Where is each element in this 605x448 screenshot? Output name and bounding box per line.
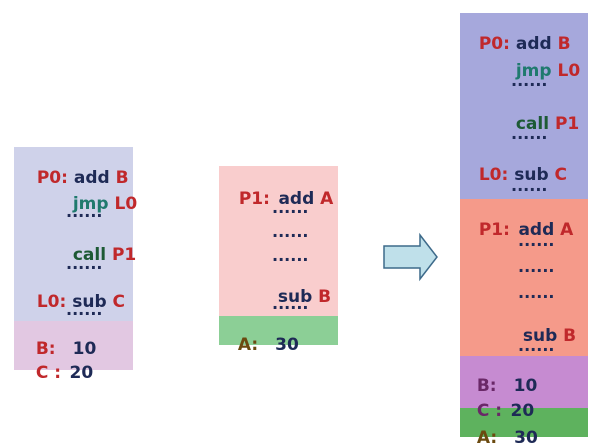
- instr-arg: P1: [554, 114, 580, 134]
- instr-arg: B: [318, 287, 332, 307]
- p0-label: P0:: [36, 168, 68, 188]
- linked-p1-line-5: sub B: [511, 311, 576, 345]
- data-value: 10: [513, 376, 538, 396]
- p1-label: P1:: [238, 189, 270, 209]
- instr-arg: B: [557, 34, 571, 54]
- instr-arg: C: [554, 165, 568, 185]
- instr-arg: P1: [111, 245, 137, 265]
- instr-arg: B: [563, 326, 577, 346]
- p0-line-1: P0: add B: [25, 153, 129, 187]
- linked-data-c: C : 20: [465, 386, 534, 420]
- instr-arg: A: [560, 220, 574, 240]
- data-name: A:: [476, 428, 498, 448]
- p0-line-2: jmp L0: [61, 179, 137, 213]
- p0-line-5: ......: [66, 254, 103, 273]
- linked-p0-line-7: ......: [511, 176, 548, 195]
- p0-line-3: ......: [66, 202, 103, 221]
- data-name: C :: [476, 401, 503, 421]
- linked-p1-line-3: ......: [518, 257, 555, 276]
- linked-p0-line-2: jmp L0: [504, 46, 580, 80]
- right-arrow-icon: [383, 232, 438, 282]
- data-value: 10: [72, 339, 97, 359]
- p0-line-4: call P1: [61, 230, 136, 264]
- instr-op: call: [72, 245, 107, 265]
- p1-line-1: P1: add A: [227, 174, 334, 209]
- p1-line-4: ......: [272, 246, 309, 265]
- instr-op: add: [278, 189, 315, 209]
- linked-p0-line-6: L0: sub C: [467, 150, 567, 184]
- linked-p0-line-4: call P1: [504, 99, 579, 133]
- data-name: C :: [35, 363, 62, 383]
- linked-data-bc-box: [460, 356, 588, 408]
- module-p1-code-box: [219, 166, 338, 316]
- data-value: 30: [514, 428, 538, 448]
- l0-label: L0:: [36, 292, 67, 312]
- module-p0-code-box: [14, 147, 133, 321]
- linked-p1-line-4: ......: [518, 283, 555, 302]
- linked-p0-line-1: P0: add B: [467, 19, 571, 53]
- data-value: 30: [275, 335, 299, 355]
- p1-label: P1:: [478, 220, 510, 240]
- p1-line-3: ......: [272, 222, 309, 241]
- l0-label: L0:: [478, 165, 509, 185]
- linked-data-b: B: 10: [465, 361, 537, 395]
- instr-arg: L0: [557, 61, 581, 81]
- data-name: B:: [35, 339, 56, 359]
- data-value: 20: [69, 363, 94, 383]
- linked-p1-line-6: ......: [518, 336, 555, 355]
- linked-p1-box: [460, 199, 588, 356]
- p1-line-2: ......: [272, 198, 309, 217]
- p0-data-c: C : 20: [24, 348, 93, 382]
- instr-op: add: [73, 168, 110, 188]
- linked-p0-line-3: ......: [511, 71, 548, 90]
- instr-arg: A: [320, 189, 334, 209]
- instr-op: sub: [277, 287, 313, 307]
- data-value: 20: [510, 401, 535, 421]
- instr-op: sub: [514, 165, 549, 185]
- instr-op: add: [518, 220, 555, 240]
- instr-arg: L0: [114, 194, 138, 214]
- module-p0-data-box: [14, 321, 133, 370]
- p0-data-b: B: 10: [24, 324, 96, 358]
- module-p1-data-box: [219, 316, 338, 345]
- instr-op: add: [515, 34, 552, 54]
- linked-data-a: A: 30: [465, 413, 538, 447]
- data-name: B:: [476, 376, 497, 396]
- p0-line-7: ......: [66, 300, 103, 319]
- linked-p1-line-2: ......: [518, 231, 555, 250]
- instr-arg: C: [112, 292, 126, 312]
- p1-data-a: A: 30: [226, 320, 299, 354]
- linked-p0-line-5: ......: [511, 124, 548, 143]
- instr-op: sub: [522, 326, 558, 346]
- instr-arg: B: [115, 168, 129, 188]
- linked-data-a-box: [460, 408, 588, 437]
- instr-op: jmp: [515, 61, 552, 81]
- linked-p0-box: [460, 13, 588, 199]
- instr-op: sub: [72, 292, 107, 312]
- data-name: A:: [237, 335, 259, 355]
- p0-line-6: L0: sub C: [25, 277, 125, 311]
- instr-op: call: [515, 114, 550, 134]
- p1-line-6: ......: [272, 294, 309, 313]
- p0-label: P0:: [478, 34, 510, 54]
- p1-line-5: sub B: [266, 272, 331, 306]
- instr-op: jmp: [72, 194, 109, 214]
- linked-p1-line-1: P1: add A: [467, 205, 574, 240]
